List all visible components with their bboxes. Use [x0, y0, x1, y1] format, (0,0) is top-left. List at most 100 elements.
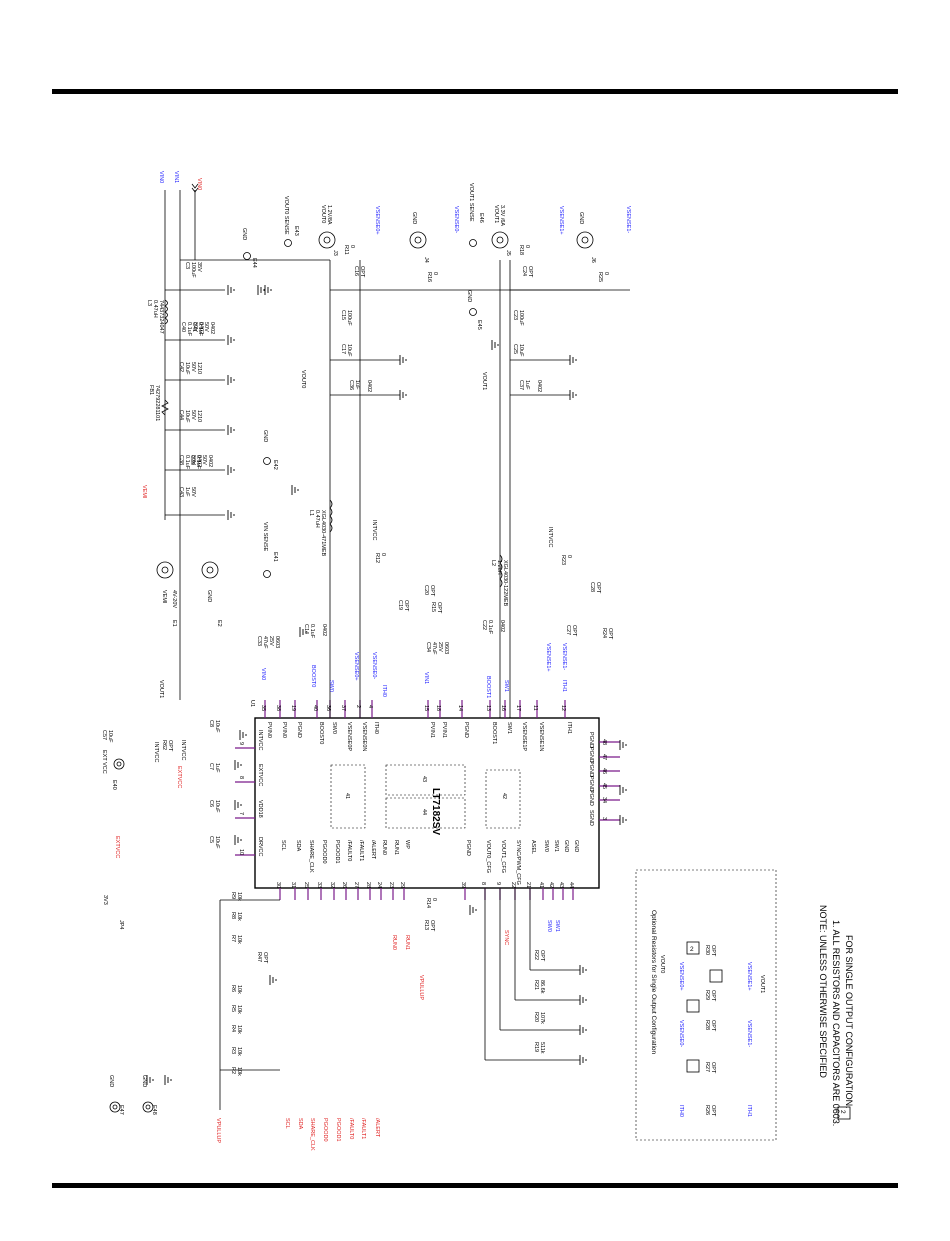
jack-sublabel: 3.3V /6A	[499, 205, 505, 226]
component-value: 1uF	[214, 763, 220, 773]
pin-name: /ALERT	[370, 840, 376, 860]
component-rating: 50V	[203, 322, 209, 332]
component-ref: C33	[256, 636, 262, 646]
pin-name: WP	[404, 840, 410, 849]
pin-name: SHARE_CLK	[308, 840, 314, 873]
pin-name: VDD18	[257, 800, 263, 818]
component-ref: R24	[601, 628, 607, 638]
net-label: VSENSE1-	[625, 206, 631, 233]
pin-number: 31	[290, 882, 296, 888]
opt-badge-1: 2	[690, 946, 694, 953]
component-value: 0.47uH	[314, 510, 320, 528]
pin-name: GND	[563, 840, 569, 852]
component-ref: FB1	[148, 385, 154, 395]
vout-label: VOUT0	[659, 955, 665, 973]
pin-name: ITH0	[373, 722, 379, 734]
pad-42	[485, 769, 521, 829]
jack-ref: J6	[590, 257, 596, 263]
pin-name: PVIN0	[281, 722, 287, 738]
component-ref: R14	[425, 898, 431, 908]
net-label: RUN1	[404, 935, 410, 950]
component-part-number: XGL4030-122MEB	[502, 560, 508, 606]
component-value: 742792281101	[154, 385, 160, 421]
vout-label: VOUT0	[300, 370, 306, 388]
testpoint-ref: E45	[476, 320, 482, 330]
component-value: 0.1uF	[197, 322, 203, 337]
pin-name: SYNC/PWM_CFG	[515, 840, 521, 885]
pin-number: 34	[601, 797, 607, 803]
component-value: OPT	[527, 266, 533, 278]
component-value: OPT	[436, 602, 442, 614]
testpoint-label: VOUT0 SENSE	[283, 196, 289, 235]
component-ref: R5	[230, 1005, 236, 1012]
pin-number: 8	[480, 882, 486, 885]
pin-name: PGOOD1	[334, 840, 340, 864]
pin-number: 37	[340, 705, 346, 711]
pin-number: 7	[238, 812, 244, 815]
component-ref: C27	[565, 625, 571, 635]
component-rating: 50V	[190, 487, 196, 497]
component-ref: C19	[397, 600, 403, 610]
vout-label: VOUT1	[759, 975, 765, 993]
component-ref: L3	[146, 300, 152, 306]
net-label: VSENSE0+	[353, 652, 359, 681]
component-ref: R18	[518, 245, 524, 255]
component-ref: R30	[704, 945, 710, 955]
pin-number: 16	[500, 705, 506, 711]
component-value: OPT	[359, 266, 365, 278]
component-ref: R22	[533, 950, 539, 960]
component-value: 10uF	[184, 362, 190, 375]
component-ref: C16	[353, 266, 359, 276]
component-ref: R20	[533, 1012, 539, 1022]
component-ref: R29	[704, 990, 710, 1000]
component-ref: R3	[230, 1047, 236, 1054]
pin-name: SCL	[280, 840, 286, 851]
pin-name: GND	[573, 840, 579, 852]
component-value: 1uF	[524, 380, 530, 390]
component-ref: C42	[178, 362, 184, 372]
pin-name: PGND	[465, 840, 471, 856]
pin-name: RUN0	[381, 840, 387, 855]
pin-name: SW1	[506, 722, 512, 734]
pin-name: VOUT0_CFG	[485, 840, 491, 873]
component-ref: C17	[340, 344, 346, 354]
component-size: 0402	[209, 322, 215, 334]
intvcc-label: INTVCC	[153, 742, 159, 763]
test-point-circles	[243, 239, 477, 578]
component-ref: C3	[184, 262, 190, 269]
testpoint-label: GND	[206, 590, 212, 602]
pad-43-label: 43	[421, 776, 427, 782]
pin-number: 12	[560, 705, 566, 711]
component-ref: R28	[704, 1020, 710, 1030]
net-label: VSENSE0-	[371, 652, 377, 679]
component-ref: R26	[704, 1105, 710, 1115]
pin-name: PGND	[588, 790, 594, 806]
component-value: 10k	[236, 1047, 242, 1056]
testpoint-label: GND	[241, 228, 247, 240]
net-label: VSENSE1-	[561, 643, 567, 670]
inductor-l1	[329, 499, 333, 533]
component-value: 0	[603, 272, 609, 275]
pin-number: 9	[238, 742, 244, 745]
component-ref: L1	[308, 510, 314, 516]
component-value: 0	[524, 245, 530, 248]
pin-number: 17	[515, 705, 521, 711]
component-ref: C34	[425, 642, 431, 652]
component-ref: C7	[208, 763, 214, 770]
notes: NOTE: UNLESS OTHERWISE SPECIFIED 1. ALL …	[818, 905, 854, 1126]
component-ref: R6	[230, 985, 236, 992]
component-value: 10uF	[184, 410, 190, 423]
pin-name: PGND	[588, 732, 594, 748]
testpoint-label: VEMI	[161, 590, 167, 604]
net-label: BOOST1	[485, 676, 491, 698]
testpoint-ref: E43	[293, 226, 299, 236]
jack-sublabel: 1.2V/8A	[326, 205, 332, 225]
pin-number: 23	[388, 882, 394, 888]
pin-name: PGOOD0	[321, 840, 327, 864]
top-rule	[52, 89, 898, 94]
component-ref: C41	[191, 322, 197, 332]
pin-name: PGND	[296, 722, 302, 738]
component-ref: C8	[208, 720, 214, 727]
